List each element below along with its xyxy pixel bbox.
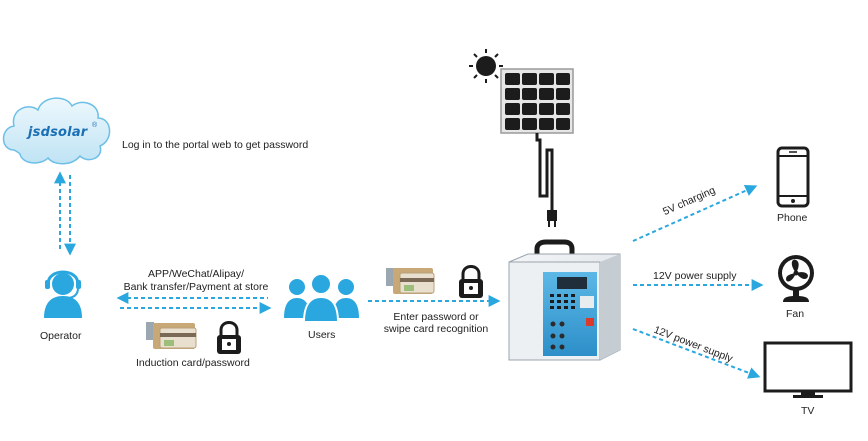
tv-label: TV xyxy=(801,405,815,417)
users-group-icon xyxy=(284,273,359,323)
television-icon xyxy=(763,341,853,398)
enter-password-line2: swipe card recognition xyxy=(383,323,489,335)
registered-mark: ® xyxy=(92,122,98,129)
phone-label: Phone xyxy=(777,212,808,224)
arrow-to-phone xyxy=(632,184,758,242)
enter-password-line1: Enter password or xyxy=(393,311,479,323)
padlock-icon xyxy=(217,321,241,354)
sun-icon xyxy=(469,49,503,83)
padlock-icon-2 xyxy=(459,265,483,298)
fan-label: Fan xyxy=(786,308,805,320)
power-12v-fan-label: 12V power supply xyxy=(653,270,737,282)
brand-logo-text: jsdsolar xyxy=(28,125,88,140)
payment-methods-line1: APP/WeChat/Alipay/ xyxy=(147,268,245,280)
cloud-icon xyxy=(2,97,111,165)
solar-panel-icon xyxy=(500,68,574,227)
card-reader-icon-2 xyxy=(386,268,435,294)
portable-power-station xyxy=(508,239,621,361)
headset-operator-icon xyxy=(44,270,82,318)
smartphone-icon xyxy=(776,146,810,208)
induction-label: Induction card/password xyxy=(136,357,250,369)
users-label: Users xyxy=(308,329,336,341)
portal-label: Log in to the portal web to get password xyxy=(122,139,309,151)
fan-icon xyxy=(778,255,814,302)
operator-label: Operator xyxy=(40,330,82,342)
payment-methods-line2: Bank transfer/Payment at store xyxy=(123,281,269,293)
card-reader-icon xyxy=(146,322,197,349)
arrow-to-tv xyxy=(632,328,761,379)
